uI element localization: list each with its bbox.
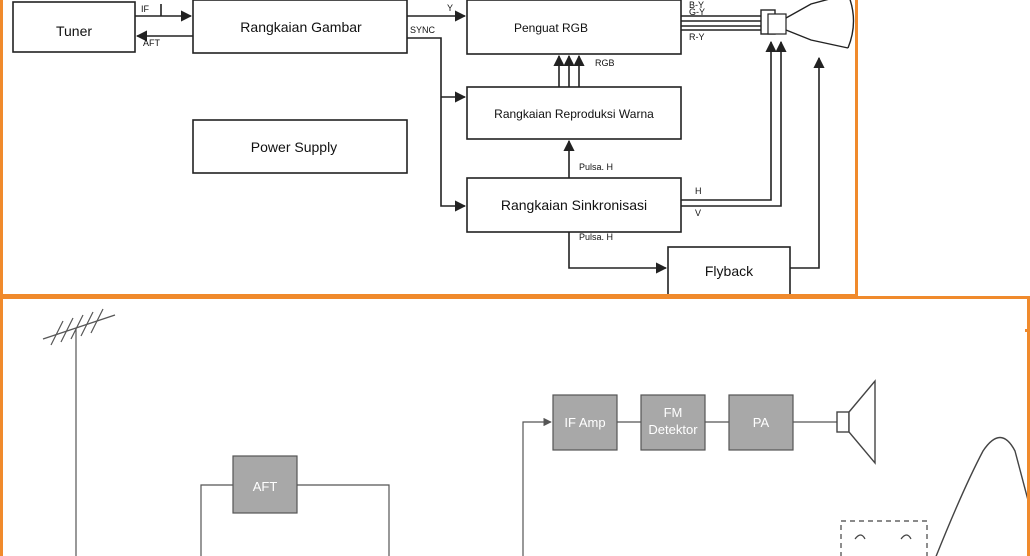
- edge-mark: [1025, 329, 1028, 332]
- gy-signal-label: G-Y: [689, 7, 705, 17]
- h-line: [681, 42, 771, 200]
- fm-detektor-label-2: Detektor: [648, 422, 698, 437]
- antenna-icon: [43, 309, 115, 556]
- reproduksi-warna-label: Rangkaian Reproduksi Warna: [494, 107, 654, 121]
- top-diagram-panel: Tuner Rangkaian Gambar Penguat RGB Rangk…: [0, 0, 858, 297]
- power-supply-label: Power Supply: [251, 139, 337, 155]
- h-signal-label: H: [695, 186, 702, 196]
- aft-right-line: [297, 485, 389, 556]
- rgb-signal-label: RGB: [595, 58, 615, 68]
- pa-label: PA: [753, 415, 770, 430]
- bottom-diagram-svg: AFT IF Amp FM Detektor PA: [3, 299, 1030, 556]
- top-diagram-svg: Tuner Rangkaian Gambar Penguat RGB Rangk…: [3, 0, 858, 297]
- aft-left-line: [201, 485, 233, 556]
- fm-detektor-label-1: FM: [664, 405, 683, 420]
- y-signal-label: Y: [447, 3, 453, 13]
- sync-line: [407, 38, 465, 206]
- tuner-label: Tuner: [56, 23, 92, 39]
- pulsa-h-label-2: Pulsa. H: [579, 232, 613, 242]
- ry-signal-label: R-Y: [689, 32, 705, 42]
- if-signal-label: IF: [141, 4, 150, 14]
- v-line: [681, 42, 781, 206]
- if-amp-label: IF Amp: [564, 415, 605, 430]
- v-signal-label: V: [695, 208, 701, 218]
- flyback-label: Flyback: [705, 263, 754, 279]
- sinkronisasi-label: Rangkaian Sinkronisasi: [501, 197, 647, 213]
- rangkaian-gambar-label: Rangkaian Gambar: [240, 19, 362, 35]
- sync-signal-label: SYNC: [410, 25, 436, 35]
- speaker-icon: [837, 381, 875, 463]
- aft-signal-label: AFT: [143, 38, 161, 48]
- penguat-rgb-label: Penguat RGB: [514, 21, 588, 35]
- bottom-diagram-panel: AFT IF Amp FM Detektor PA: [0, 296, 1030, 556]
- crt-tube-icon: [761, 0, 854, 48]
- pulsa-h-label-1: Pulsa. H: [579, 162, 613, 172]
- aft-block-label: AFT: [253, 479, 278, 494]
- flyback-to-crt-line: [790, 58, 819, 268]
- if-amp-input-line: [523, 422, 551, 556]
